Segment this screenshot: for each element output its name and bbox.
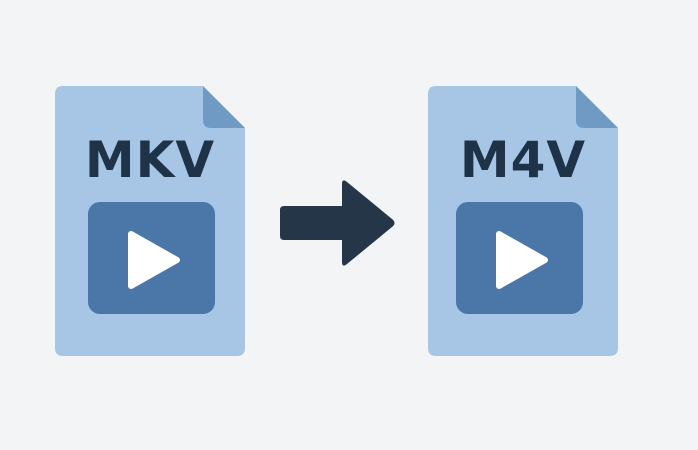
source-file-mkv: MKV <box>55 86 245 356</box>
video-file-icon <box>55 86 245 356</box>
play-icon <box>128 231 180 289</box>
source-format-label: MKV <box>84 131 216 189</box>
video-file-icon <box>428 86 618 356</box>
right-arrow-icon <box>280 180 395 266</box>
target-format-label: M4V <box>459 131 587 189</box>
play-icon <box>496 231 548 289</box>
target-file-m4v: M4V <box>428 86 618 356</box>
